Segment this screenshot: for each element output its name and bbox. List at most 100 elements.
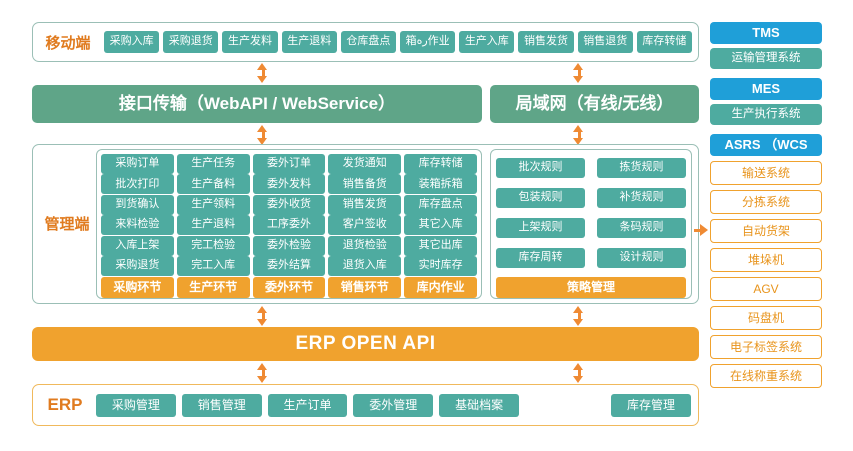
manage-function-item[interactable]: 退货检验 [328,235,402,256]
rules-item[interactable]: 批次规则 [496,158,585,178]
mobile-item[interactable]: 生产入库 [459,31,515,53]
manage-function-item[interactable]: 其它出库 [404,235,477,256]
erp-item[interactable]: 基础档案 [439,394,519,417]
mobile-item[interactable]: 销售发货 [518,31,574,53]
right-column-header[interactable]: ASRS （WCS [710,134,822,156]
right-column-device[interactable]: 在线称重系统 [710,364,822,388]
rules-footer: 策略管理 [496,277,686,298]
manage-footer-item[interactable]: 销售环节 [328,277,402,298]
rules-item[interactable]: 设计规则 [597,248,686,268]
arrow-down-icon [257,76,267,83]
manage-function-item[interactable]: 委外检验 [252,235,326,256]
mobile-item[interactable]: 采购入库 [104,31,160,53]
right-column-device[interactable]: 电子标签系统 [710,335,822,359]
right-column-device[interactable]: 码盘机 [710,306,822,330]
arrow-up-icon [257,363,267,370]
arrow-stem [578,311,581,321]
manage-function-item[interactable]: 库存盘点 [404,194,477,215]
right-column-device[interactable]: 分拣系统 [710,190,822,214]
erp-item[interactable]: 委外管理 [353,394,434,417]
arrow-down-icon [573,376,583,383]
arrow-up-icon [573,306,583,313]
manage-function-item[interactable]: 销售备货 [328,174,402,195]
arrow-stem [262,368,265,378]
manage-function-item[interactable]: 实时库存 [404,256,477,277]
arrow-down-icon [257,319,267,326]
erp-items: 采购管理销售管理生产订单委外管理基础档案 库存管理 [96,394,691,417]
manage-column: 库存转储装箱拆箱库存盘点其它入库其它出库实时库存 [404,154,477,277]
manage-function-item[interactable]: 客户签收 [328,215,402,236]
rules-item[interactable]: 包装规则 [496,188,585,208]
arrow-stem [262,311,265,321]
manage-function-item[interactable]: 批次打印 [101,174,174,195]
manage-function-item[interactable]: 生产退料 [176,215,250,236]
manage-footer-item[interactable]: 采购环节 [101,277,174,298]
manage-footer-item[interactable]: 库内作业 [404,277,477,298]
manage-function-item[interactable]: 入库上架 [101,235,174,256]
manage-function-item[interactable]: 工序委外 [252,215,326,236]
manage-function-item[interactable]: 装箱拆箱 [404,174,477,195]
mobile-item[interactable]: 库存转储 [636,31,693,53]
rules-item[interactable]: 上架规则 [496,218,585,238]
band-lan: 局域网（有线/无线） [490,85,699,123]
mobile-item[interactable]: 采购退货 [163,31,219,53]
right-column-device[interactable]: 堆垛机 [710,248,822,272]
manage-function-item[interactable]: 来料检验 [101,215,174,236]
manage-function-item[interactable]: 完工检验 [176,235,250,256]
manage-function-item[interactable]: 委外收货 [252,194,326,215]
arrow-up-icon [257,306,267,313]
manage-function-item[interactable]: 生产领料 [176,194,250,215]
arrow-stem [262,130,265,140]
mobile-item[interactable]: 箱ره作业 [400,31,456,53]
manage-function-item[interactable]: 其它入库 [404,215,477,236]
mobile-item[interactable]: 销售退货 [577,31,633,53]
arrow-down-icon [257,138,267,145]
manage-function-item[interactable]: 销售发货 [328,194,402,215]
rules-row: 包装规则补货规则 [496,188,686,210]
right-column-subsystem[interactable]: 生产执行系统 [710,104,822,125]
manage-function-item[interactable]: 生产备料 [176,174,250,195]
rules-row: 上架规则条码规则 [496,218,686,240]
rules-row: 批次规则拣货规则 [496,158,686,180]
arrow-stem [578,130,581,140]
manage-function-item[interactable]: 采购退货 [101,256,174,277]
erp-item[interactable]: 库存管理 [611,394,691,417]
manage-footer-item[interactable]: 委外环节 [252,277,326,298]
rules-grid: 批次规则拣货规则包装规则补货规则上架规则条码规则库存周转设计规则 [496,158,686,270]
right-column-header[interactable]: MES [710,78,822,100]
manage-function-item[interactable]: 委外发料 [252,174,326,195]
manage-function-item[interactable]: 到货确认 [101,194,174,215]
manage-footer-item[interactable]: 生产环节 [176,277,250,298]
manage-function-item[interactable]: 退货入库 [328,256,402,277]
rules-row: 库存周转设计规则 [496,248,686,270]
arrow-down-icon [573,319,583,326]
manage-function-item[interactable]: 库存转储 [404,154,477,174]
arrow-stem [578,68,581,78]
right-column-header[interactable]: TMS [710,22,822,44]
erp-item[interactable]: 销售管理 [181,394,262,417]
mobile-item[interactable]: 生产退料 [281,31,337,53]
mobile-items: 采购入库采购退货生产发料生产退料仓库盘点箱ره作业生产入库销售发货销售退货库存转… [104,31,693,53]
right-column-subsystem[interactable]: 运输管理系统 [710,48,822,69]
rules-item[interactable]: 拣货规则 [597,158,686,178]
manage-function-item[interactable]: 采购订单 [101,154,174,174]
manage-function-item[interactable]: 完工入库 [176,256,250,277]
erp-item[interactable]: 采购管理 [96,394,176,417]
manage-function-item[interactable]: 委外订单 [252,154,326,174]
right-column-device[interactable]: AGV [710,277,822,301]
manage-function-item[interactable]: 生产任务 [176,154,250,174]
rules-item[interactable]: 补货规则 [597,188,686,208]
manage-function-item[interactable]: 委外结算 [252,256,326,277]
erp-panel-label: ERP [47,395,83,414]
manage-column: 发货通知销售备货销售发货客户签收退货检验退货入库 [328,154,402,277]
rules-item[interactable]: 条码规则 [597,218,686,238]
erp-item[interactable]: 生产订单 [267,394,348,417]
right-column: TMS 运输管理系统 MES 生产执行系统 ASRS （WCS 输送系统分拣系统自动货架堆… [710,22,822,432]
arrow-up-icon [257,125,267,132]
rules-item[interactable]: 库存周转 [496,248,585,268]
right-column-device[interactable]: 自动货架 [710,219,822,243]
right-column-device[interactable]: 输送系统 [710,161,822,185]
manage-function-item[interactable]: 发货通知 [328,154,402,174]
mobile-item[interactable]: 生产发料 [222,31,278,53]
mobile-item[interactable]: 仓库盘点 [340,31,397,53]
